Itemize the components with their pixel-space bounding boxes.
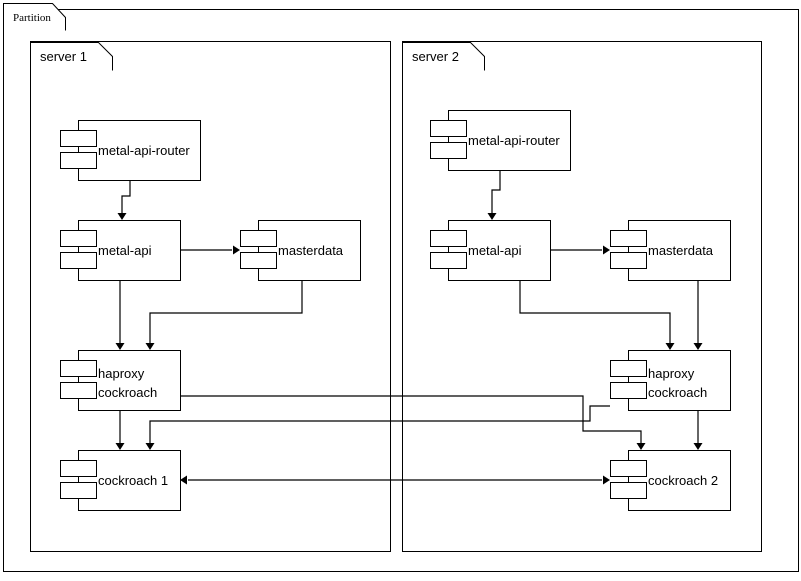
component-cockroach-2[interactable]: cockroach 2 <box>610 450 731 511</box>
component-lug-icon-1 <box>430 230 467 247</box>
edge-line <box>121 180 131 214</box>
component-lug-icon-2 <box>610 252 647 269</box>
server-tab-server-2 <box>402 42 485 71</box>
component-lug-icon-1 <box>60 360 97 377</box>
edge-edge-metalapi2-to-haproxy2 <box>519 280 675 350</box>
arrowhead-end <box>117 213 127 220</box>
component-lug-icon-2 <box>610 382 647 399</box>
component-masterdata-2[interactable]: masterdata <box>610 220 731 281</box>
arrowhead-end <box>145 443 155 450</box>
component-lug-icon-1 <box>60 130 97 147</box>
component-lug-icon-1 <box>610 360 647 377</box>
component-label-line-2: cockroach <box>98 385 157 400</box>
component-label: haproxy cockroach <box>98 366 157 400</box>
server-label-server-1: server 1 <box>40 49 87 64</box>
component-label: masterdata <box>278 243 344 258</box>
edge-line <box>519 280 671 344</box>
component-lug-icon-1 <box>610 230 647 247</box>
arrowhead-end <box>115 343 125 350</box>
edge-edge-metalapi2-to-masterdata2 <box>550 245 610 255</box>
component-lug-icon-2 <box>60 252 97 269</box>
component-label: metal-api <box>98 243 152 258</box>
component-label: haproxy cockroach <box>648 366 707 400</box>
component-masterdata-1[interactable]: masterdata <box>240 220 361 281</box>
edge-edge-masterdata2-to-haproxy2 <box>693 280 703 350</box>
component-metal-api-1[interactable]: metal-api <box>60 220 181 281</box>
component-lug-icon-2 <box>60 382 97 399</box>
component-lug-icon-1 <box>430 120 467 137</box>
component-body[interactable] <box>448 110 571 171</box>
edge-edge-router2-to-metalapi2 <box>487 170 501 220</box>
edge-line <box>180 395 642 444</box>
edges-layer <box>115 170 703 485</box>
components-layer: metal-api-router metal-api masterdata hapro… <box>60 110 731 511</box>
edge-edge-metalapi1-to-haproxy1 <box>115 280 125 350</box>
component-label-line-1: haproxy <box>98 366 145 381</box>
component-lug-icon-2 <box>430 252 467 269</box>
partition-tab <box>3 3 66 31</box>
component-lug-icon-2 <box>610 482 647 499</box>
component-metal-api-2[interactable]: metal-api <box>430 220 551 281</box>
component-lug-icon-1 <box>240 230 277 247</box>
component-label: masterdata <box>648 243 714 258</box>
component-haproxy-cockroach-1[interactable]: haproxy cockroach <box>60 350 181 411</box>
arrowhead-end <box>693 343 703 350</box>
edge-edge-cockroach1-to-cockroach2 <box>180 475 610 485</box>
server-tab-server-1 <box>30 42 113 71</box>
component-lug-icon-2 <box>60 152 97 169</box>
edge-line <box>491 170 501 214</box>
component-label-line-2: cockroach <box>648 385 707 400</box>
component-lug-icon-1 <box>610 460 647 477</box>
component-lug-icon-2 <box>430 142 467 159</box>
edge-line <box>149 280 303 344</box>
server-label-server-2: server 2 <box>412 49 459 64</box>
edge-edge-masterdata1-to-haproxy1 <box>145 280 303 350</box>
component-label: cockroach 1 <box>98 473 168 488</box>
arrowhead-end <box>665 343 675 350</box>
component-lug-icon-1 <box>60 230 97 247</box>
arrowhead-end <box>487 213 497 220</box>
component-lug-icon-1 <box>60 460 97 477</box>
component-lug-icon-2 <box>240 252 277 269</box>
component-haproxy-cockroach-2[interactable]: haproxy cockroach <box>610 350 731 411</box>
edge-edge-router1-to-metalapi1 <box>117 180 131 220</box>
component-metal-api-router-2[interactable]: metal-api-router <box>430 110 571 171</box>
arrowhead-end <box>115 443 125 450</box>
arrowhead-end <box>603 245 610 255</box>
arrowhead-start <box>180 475 187 485</box>
edge-edge-haproxy1-to-cockroach2 <box>180 395 646 450</box>
component-cockroach-1[interactable]: cockroach 1 <box>60 450 181 511</box>
arrowhead-end <box>693 443 703 450</box>
component-label: cockroach 2 <box>648 473 718 488</box>
arrowhead-end <box>636 443 646 450</box>
component-lug-icon-2 <box>60 482 97 499</box>
edge-edge-metalapi1-to-masterdata1 <box>180 245 240 255</box>
component-label: metal-api-router <box>468 133 560 148</box>
component-label-line-1: haproxy <box>648 366 695 381</box>
partition-label: Partition <box>13 12 51 24</box>
edge-edge-haproxy1-to-cockroach1 <box>115 410 125 450</box>
edge-edge-haproxy2-to-cockroach1 <box>145 405 610 450</box>
component-label: metal-api <box>468 243 522 258</box>
component-metal-api-router-1[interactable]: metal-api-router <box>60 120 201 181</box>
arrowhead-end <box>603 475 610 485</box>
arrowhead-end <box>233 245 240 255</box>
component-body[interactable] <box>78 120 201 181</box>
component-label: metal-api-router <box>98 143 190 158</box>
edge-edge-haproxy2-to-cockroach2 <box>693 410 703 450</box>
arrowhead-end <box>145 343 155 350</box>
edge-line <box>149 405 610 444</box>
